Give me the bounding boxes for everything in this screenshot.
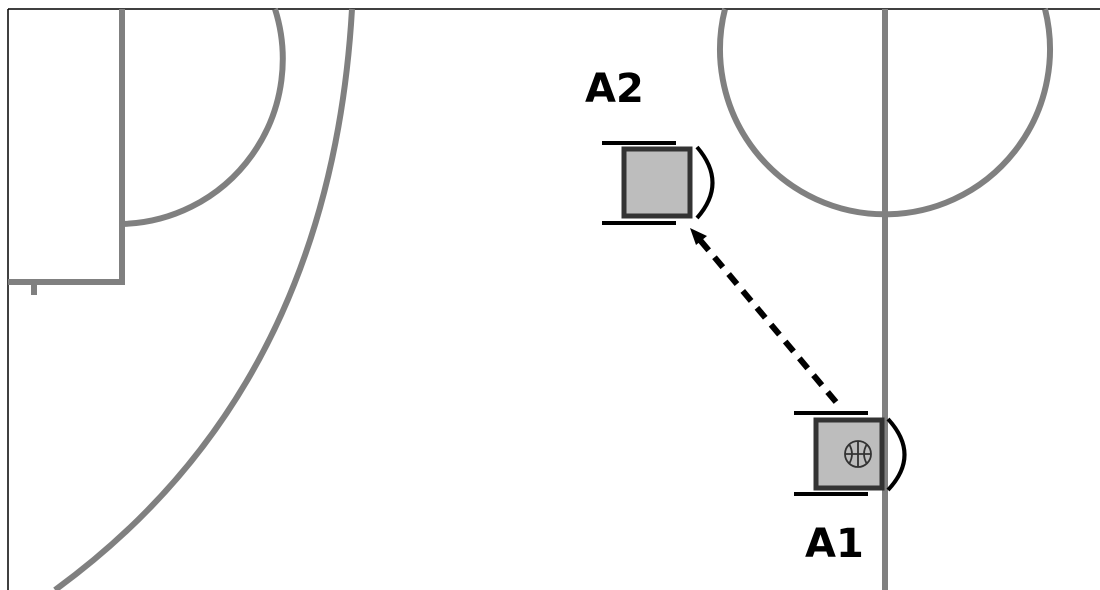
pass-arrow: [690, 228, 839, 404]
arrowhead: [690, 228, 707, 245]
three-point-arc: [53, 8, 355, 590]
player-label-a1: A1: [805, 521, 864, 567]
wheelchair-front: [886, 417, 907, 492]
wheelchair-front: [695, 145, 715, 220]
player-label-a2: A2: [585, 66, 644, 112]
player-a2: A2: [585, 66, 715, 225]
player-a1: A1: [794, 411, 907, 567]
court-lines: [8, 8, 1053, 590]
court-frame: [7, 8, 1100, 590]
free-throw-circle: [121, 8, 286, 227]
basketball-icon: [844, 440, 872, 468]
player-body: [621, 146, 693, 219]
center-circle: [717, 8, 1053, 218]
free-throw-lane: [8, 9, 125, 285]
